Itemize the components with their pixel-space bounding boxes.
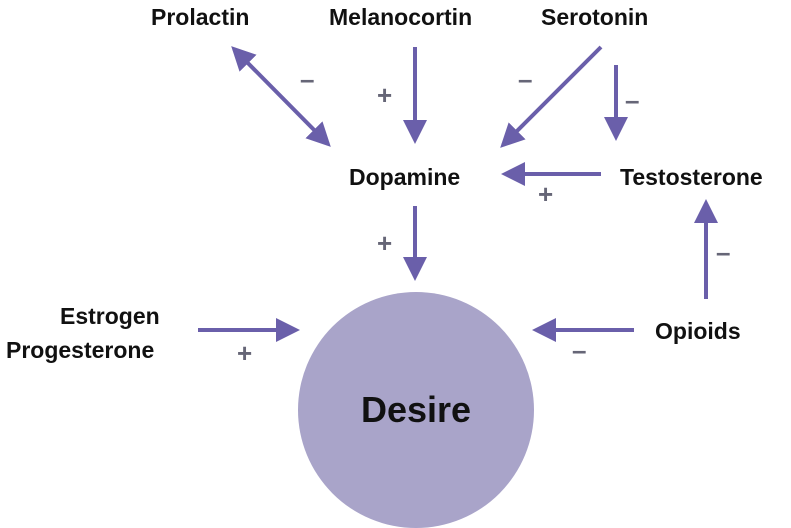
desire-circle: [298, 292, 534, 528]
sign-opioids-testosterone: –: [716, 237, 731, 267]
prolactin-label: Prolactin: [151, 4, 250, 30]
sign-estrogen-desire: +: [237, 338, 253, 368]
melanocortin-label: Melanocortin: [329, 4, 473, 30]
sign-melanocortin-dopamine: +: [377, 80, 393, 110]
arrow-prolactin-dopamine: [231, 46, 331, 147]
sign-serotonin-dopamine: –: [518, 64, 533, 94]
sign-serotonin-testosterone: –: [625, 85, 640, 115]
progesterone-label: Progesterone: [6, 337, 155, 363]
arrow-serotonin-dopamine: [500, 45, 603, 148]
testosterone-label: Testosterone: [620, 164, 763, 190]
opioids-label: Opioids: [655, 318, 741, 344]
sign-dopamine-desire: +: [377, 228, 393, 258]
sign-opioids-desire: –: [572, 335, 587, 365]
dopamine-label: Dopamine: [349, 164, 461, 190]
estrogen-label: Estrogen: [60, 303, 160, 329]
desire-label: Desire: [360, 389, 472, 430]
sign-testosterone-dopamine: +: [538, 179, 554, 209]
serotonin-label: Serotonin: [541, 4, 649, 30]
sign-prolactin-dopamine: –: [300, 64, 315, 94]
